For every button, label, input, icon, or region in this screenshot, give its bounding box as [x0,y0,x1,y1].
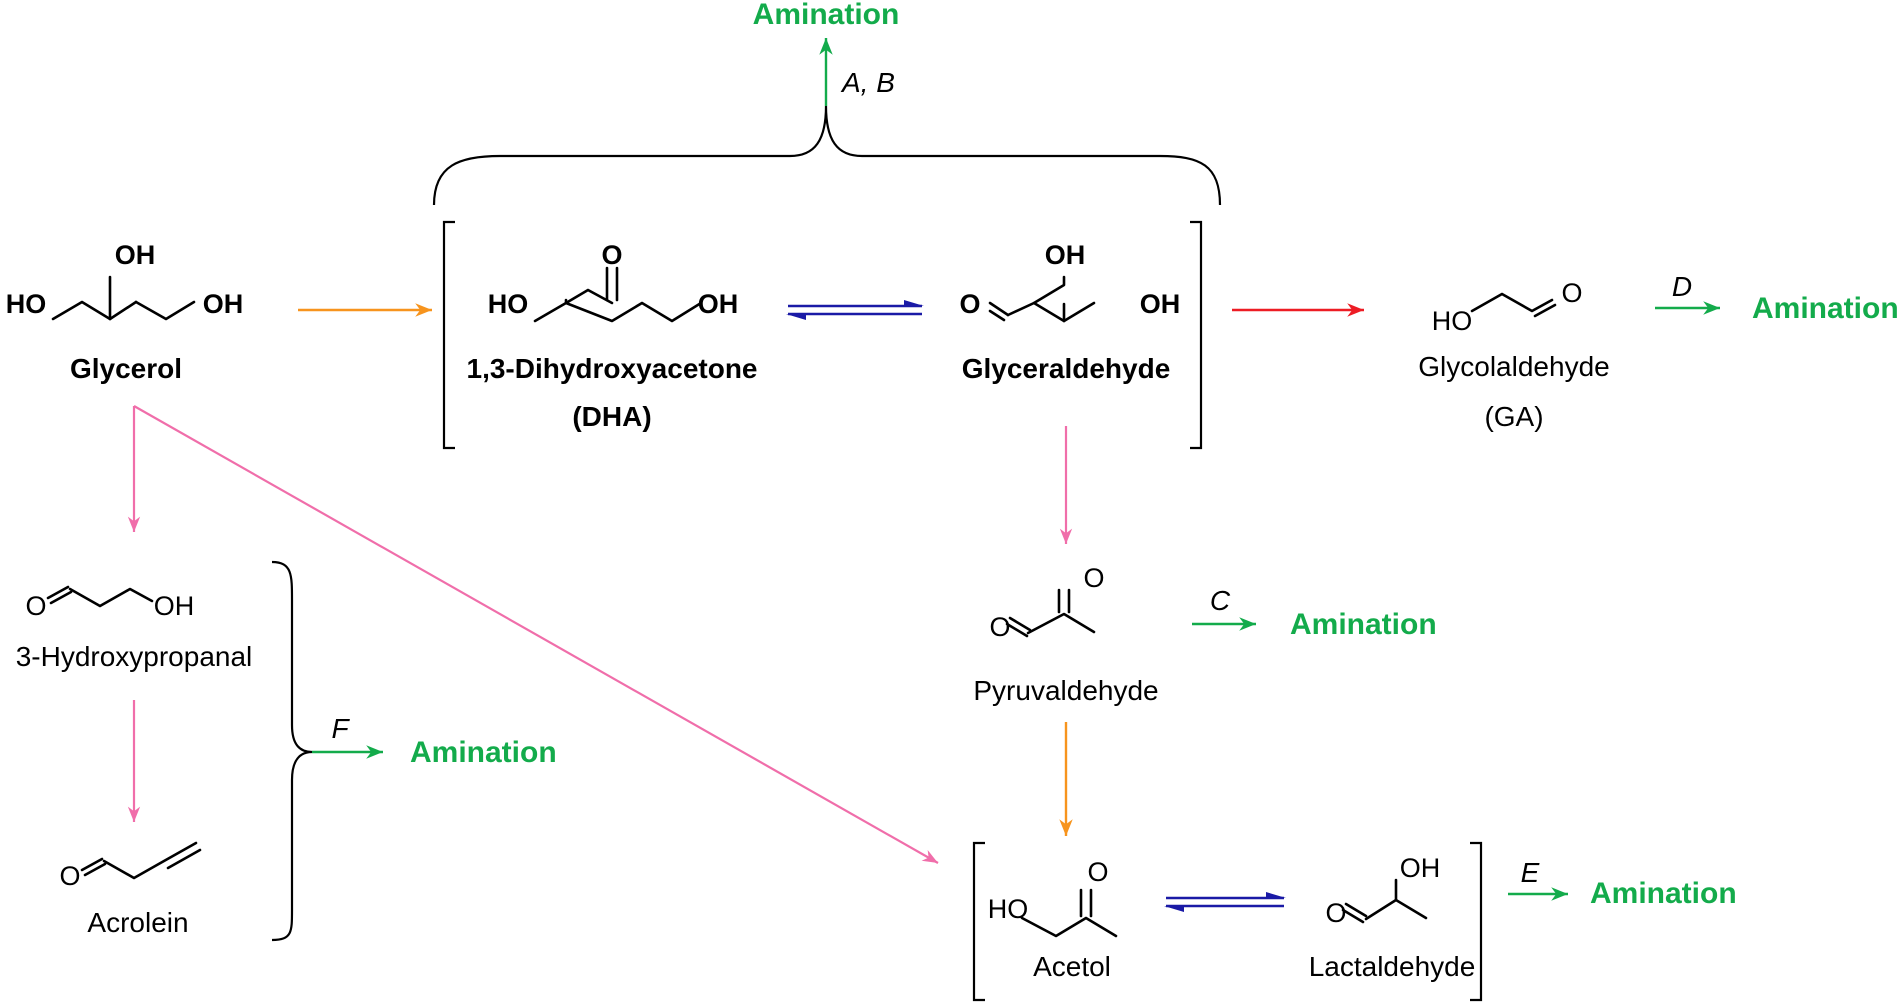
pyruvaldehyde-structure: O O Pyruvaldehyde [973,563,1158,706]
bracket-right-lactaldehyde [1470,841,1483,1002]
dha-structure: O HO OH 1,3-Dihydroxyacetone (DHA) [467,240,758,432]
glyceraldehyde-atom-o: O [959,289,980,319]
hydroxypropanal-atom-oh: OH [154,591,195,621]
arrow-glycerol-to-acetol [133,405,939,864]
condition-d: D [1672,271,1692,302]
glyceraldehyde-atom-oh-top: OH [1045,240,1086,270]
amination-e-label: Amination [1590,877,1737,910]
amination-top-label: Amination [753,0,900,31]
lactaldehyde-name: Lactaldehyde [1309,951,1476,982]
bracket-left-dha [442,220,455,450]
glyceraldehyde-name: Glyceraldehyde [962,353,1171,384]
glycerol-atom-oh-top: OH [115,240,156,270]
pyruvaldehyde-atom-o-left: O [989,612,1010,642]
glyceraldehyde-atom-oh-right: OH [1140,289,1181,319]
bracket-right-glyceraldehyde [1190,220,1203,450]
acetol-name: Acetol [1033,951,1111,982]
lactaldehyde-atom-o: O [1325,898,1346,928]
condition-c: C [1210,585,1231,616]
equilibrium-dha-glyceraldehyde [786,300,924,320]
hydroxypropanal-atom-o: O [25,591,46,621]
pyruvaldehyde-atom-o-top: O [1083,563,1104,593]
glyceraldehyde-structure: OH O OH Glyceraldehyde [959,240,1180,384]
amination-f-label: Amination [410,736,557,769]
dha-atom-o: O [601,240,622,270]
lactaldehyde-atom-oh: OH [1400,853,1441,883]
acetol-atom-ho: HO [988,894,1029,924]
glycolaldehyde-atom-ho: HO [1432,306,1473,336]
dha-atom-ho: HO [488,289,529,319]
hydroxypropanal-name: 3-Hydroxypropanal [16,641,253,672]
condition-f: F [331,713,350,744]
glycolaldehyde-name-line2: (GA) [1484,401,1543,432]
top-curly-brace [432,105,1222,206]
top-amination-branch: Amination A, B [432,0,1222,206]
dha-atom-oh: OH [698,289,739,319]
equilibrium-acetol-lactaldehyde [1164,892,1286,912]
glycolaldehyde-structure: HO O Glycolaldehyde (GA) [1418,278,1609,432]
pyruvaldehyde-name: Pyruvaldehyde [973,675,1158,706]
f-curly-brace [271,560,313,942]
hydroxypropanal-structure: O OH 3-Hydroxypropanal [16,585,253,672]
dha-name-line1: 1,3-Dihydroxyacetone [467,353,758,384]
condition-e: E [1521,857,1540,888]
acetol-atom-o: O [1087,857,1108,887]
condition-ab: A, B [840,67,895,98]
dha-name-line2: (DHA) [572,401,651,432]
glycerol-atom-ho: HO [6,289,47,319]
bracket-left-acetol [972,841,985,1002]
amination-c-label: Amination [1290,608,1437,641]
amination-d-label: Amination [1752,292,1899,325]
acrolein-name: Acrolein [87,907,188,938]
acetol-structure: HO O Acetol [988,857,1118,982]
glycerol-name: Glycerol [70,353,182,384]
glycerol-structure: OH HO OH Glycerol [6,240,244,384]
acrolein-atom-o: O [59,861,80,891]
glycolaldehyde-atom-o: O [1561,278,1582,308]
glycolaldehyde-name-line1: Glycolaldehyde [1418,351,1609,382]
lactaldehyde-structure: OH O Lactaldehyde [1309,853,1476,982]
glycerol-atom-oh-right: OH [203,289,244,319]
acrolein-structure: O Acrolein [59,841,202,938]
